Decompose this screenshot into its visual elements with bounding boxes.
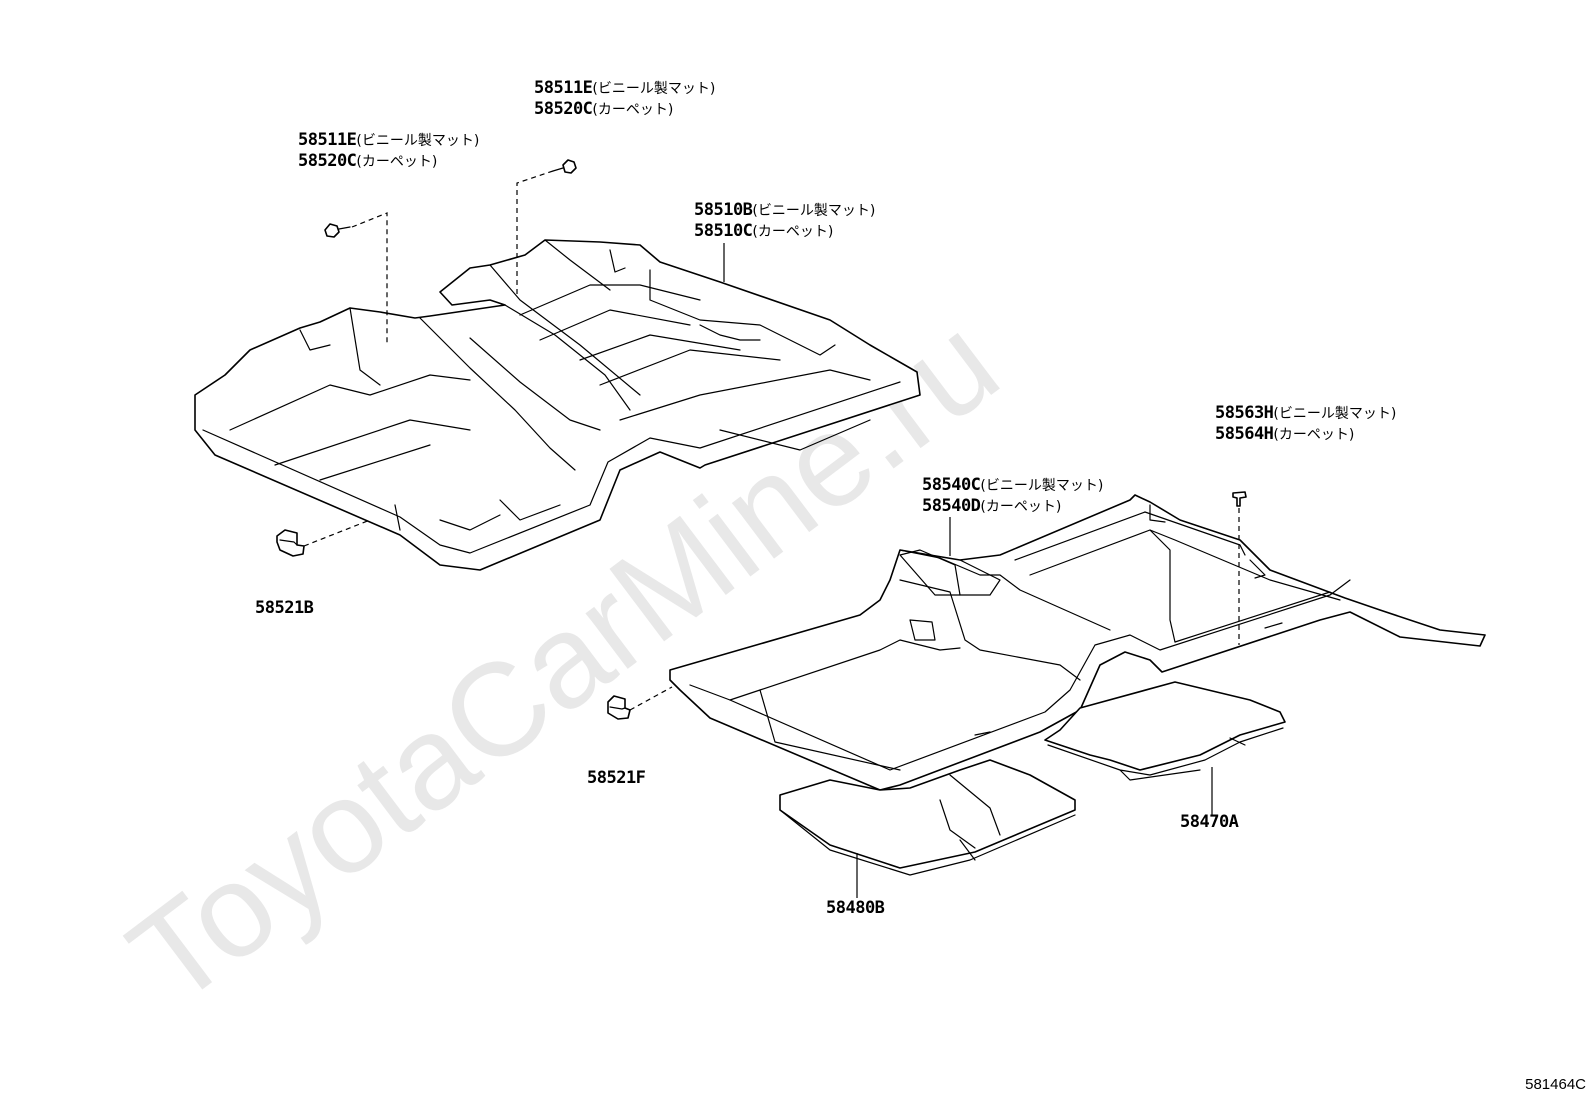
part-number[interactable]: 58510B — [694, 200, 753, 220]
front-floor-mat[interactable] — [194, 239, 921, 571]
callout-retainer-58521f[interactable]: 58521F — [587, 768, 646, 788]
part-note: (ビニール製マット) — [1273, 406, 1397, 422]
part-note: (ビニール製マット) — [592, 81, 716, 97]
part-number[interactable]: 58511E — [298, 130, 357, 150]
part-note: (カーペット) — [356, 154, 438, 170]
part-note: (ビニール製マット) — [980, 478, 1104, 494]
illustration-id: 581464C — [1525, 1076, 1586, 1093]
part-note: (カーペット) — [1273, 427, 1355, 443]
part-number[interactable]: 58563H — [1215, 403, 1274, 423]
part-number[interactable]: 58520C — [298, 151, 357, 171]
callout-silencer-58470a[interactable]: 58470A — [1180, 812, 1239, 832]
assembly-line-58521b — [303, 519, 371, 547]
part-number[interactable]: 58540C — [922, 475, 981, 495]
part-note: (ビニール製マット) — [356, 133, 480, 149]
clip-58511e-left[interactable] — [324, 223, 351, 238]
callout-rear-clip: 58563H(ビニール製マット) 58564H(カーペット) — [1215, 403, 1396, 445]
part-number[interactable]: 58520C — [534, 99, 593, 119]
assembly-line-center-clip — [516, 170, 554, 295]
clip-58511e-center[interactable] — [552, 159, 577, 174]
clip-58563h[interactable] — [1232, 491, 1247, 507]
callout-retainer-58521b[interactable]: 58521B — [255, 598, 314, 618]
part-note: (ビニール製マット) — [752, 203, 876, 219]
floor-silencer-right[interactable] — [1044, 681, 1286, 781]
part-note: (カーペット) — [752, 224, 834, 240]
assembly-line-58521f — [629, 686, 673, 711]
callout-silencer-58480b[interactable]: 58480B — [826, 898, 885, 918]
part-number[interactable]: 58510C — [694, 221, 753, 241]
callout-clip-front-left: 58511E(ビニール製マット) 58520C(カーペット) — [298, 130, 479, 172]
assembly-line-left-clip — [351, 212, 388, 345]
callout-clip-front-center: 58511E(ビニール製マット) 58520C(カーペット) — [534, 78, 715, 120]
rear-floor-mat[interactable] — [669, 494, 1486, 791]
retainer-58521b[interactable] — [276, 529, 305, 557]
part-number[interactable]: 58540D — [922, 496, 981, 516]
part-note: (カーペット) — [592, 102, 674, 118]
part-number[interactable]: 58564H — [1215, 424, 1274, 444]
callout-front-mat: 58510B(ビニール製マット) 58510C(カーペット) — [694, 200, 875, 242]
retainer-58521f[interactable] — [607, 695, 631, 720]
part-number[interactable]: 58511E — [534, 78, 593, 98]
part-note: (カーペット) — [980, 499, 1062, 515]
floor-silencer-left[interactable] — [779, 759, 1076, 876]
callout-rear-mat: 58540C(ビニール製マット) 58540D(カーペット) — [922, 475, 1103, 517]
